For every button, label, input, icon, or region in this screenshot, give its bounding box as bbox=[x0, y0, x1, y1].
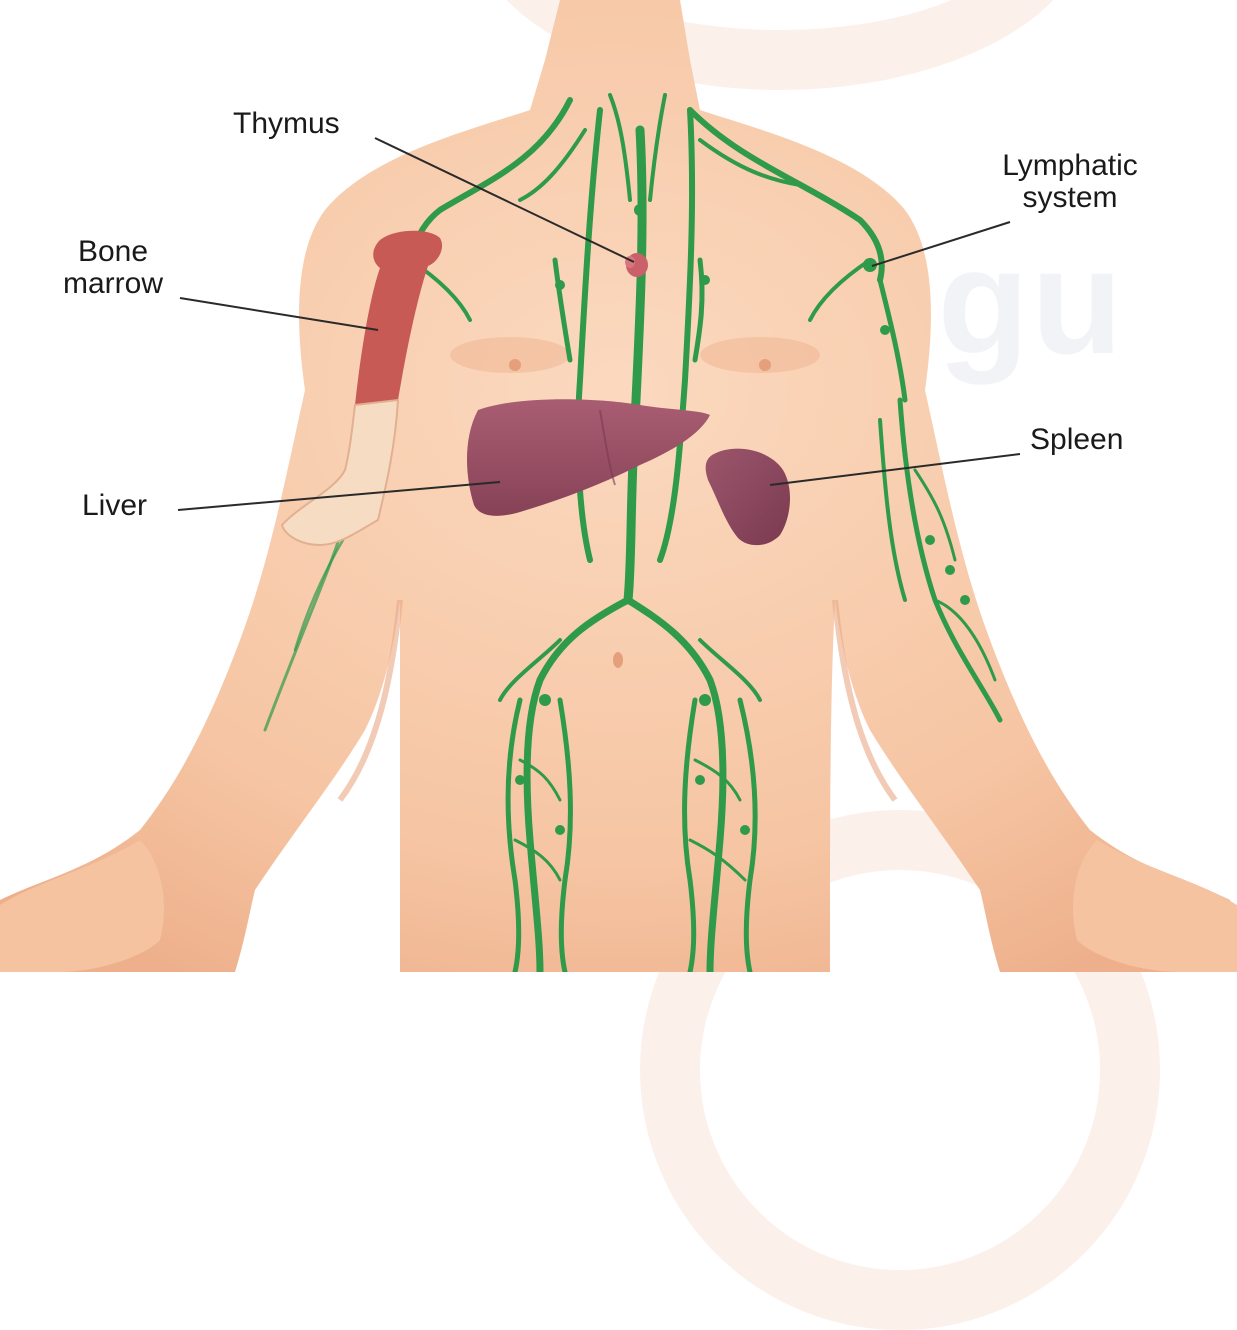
nipple-right bbox=[759, 359, 771, 371]
label-bone-marrow-line-2: marrow bbox=[48, 268, 178, 300]
navel bbox=[613, 652, 623, 668]
label-lymphatic-system: Lymphatic system bbox=[985, 150, 1155, 214]
label-bone-marrow-line-1: Bone bbox=[48, 236, 178, 268]
hand-right bbox=[1073, 840, 1237, 972]
hand-left bbox=[0, 840, 164, 972]
label-lymphatic-system-line-2: system bbox=[985, 182, 1155, 214]
label-lymphatic-system-line-1: Lymphatic bbox=[985, 150, 1155, 182]
label-bone-marrow: Bone marrow bbox=[48, 236, 178, 300]
label-liver: Liver bbox=[82, 490, 147, 522]
label-spleen: Spleen bbox=[1030, 424, 1123, 456]
label-thymus: Thymus bbox=[233, 108, 340, 140]
lymphatic-system-diagram: TSaiJuggu bbox=[0, 0, 1237, 972]
nipple-left bbox=[509, 359, 521, 371]
anatomy-illustration bbox=[0, 0, 1237, 972]
body-silhouette bbox=[0, 0, 1237, 972]
